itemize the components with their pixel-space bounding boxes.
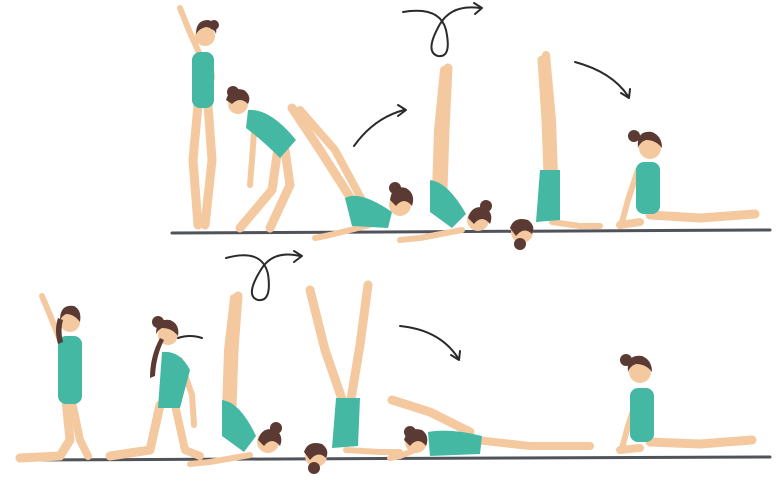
figure-lying-legs-raised [292, 108, 413, 238]
loop-arrow [403, 7, 480, 56]
figure-back-bend [226, 86, 296, 228]
upper-floor-line [172, 230, 770, 233]
upper-sequence [172, 3, 770, 250]
figure-straddle-shoulder-stand [304, 285, 400, 474]
curved-arrow [575, 62, 628, 96]
hair-ribbon-icon [178, 336, 202, 338]
figure-shoulder-stand-straight [510, 55, 600, 250]
figure-lying-legs-forward [390, 400, 590, 458]
lower-sequence [20, 251, 770, 474]
figure-kneeling-lunge [110, 316, 202, 456]
curved-arrow [400, 326, 458, 358]
curved-arrow [354, 110, 404, 146]
figure-kneeling-arm-raised [20, 296, 88, 458]
figure-seated-split-2 [620, 354, 752, 450]
figure-shoulder-stand [400, 68, 492, 240]
figure-shoulder-stand-2 [190, 296, 282, 464]
figure-standing-arms-raised [180, 8, 219, 225]
figure-seated-split [620, 130, 755, 225]
